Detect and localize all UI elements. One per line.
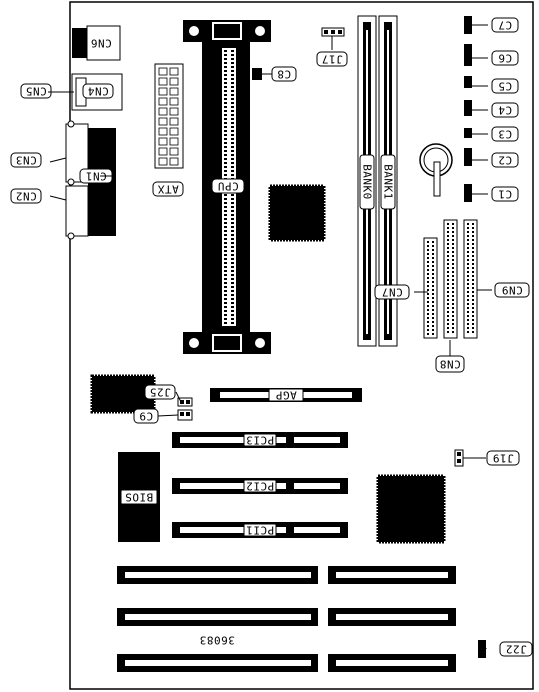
south-bridge-chip [376, 474, 446, 544]
board-outline [69, 1, 534, 690]
svg-text:C7: C7 [498, 19, 512, 32]
jumper-block-2 [464, 44, 472, 66]
cn3-label: CN3 [10, 152, 42, 168]
j22-label: J22 [499, 641, 533, 657]
c7-label: C7 [491, 17, 519, 33]
svg-text:BANK0: BANK0 [361, 164, 374, 200]
pci1-label: PCI1 [243, 523, 277, 537]
cpu-label: CPU [211, 178, 245, 194]
svg-text:AGP: AGP [275, 389, 296, 402]
c5-label: C5 [491, 78, 519, 94]
isa-slot-1 [117, 566, 456, 584]
c4-label: C4 [491, 102, 519, 118]
cn5-label: CN5 [20, 83, 52, 99]
svg-text:J17: J17 [321, 53, 342, 66]
c8-jumper [252, 68, 262, 80]
battery [419, 143, 453, 197]
svg-text:C2: C2 [498, 154, 512, 167]
north-bridge-chip [268, 184, 326, 242]
svg-text:C5: C5 [498, 80, 512, 93]
pci3-label: PCI3 [243, 433, 277, 447]
svg-text:PCI3: PCI3 [246, 434, 275, 447]
svg-text:CN5: CN5 [25, 85, 46, 98]
cn2-label: CN2 [10, 188, 42, 204]
cn6-label: CN6 [90, 37, 111, 50]
jumper-block-3 [464, 76, 472, 88]
leader-lines [48, 24, 492, 649]
cn6-connector [72, 25, 121, 61]
bank0-label: BANK0 [359, 154, 375, 210]
svg-text:CN4: CN4 [87, 85, 108, 98]
cn7-header [423, 237, 438, 339]
svg-text:C1: C1 [498, 188, 512, 201]
jumper-block-7 [464, 184, 472, 202]
isa-slot-3 [117, 654, 456, 672]
jumper-block-6 [464, 148, 472, 166]
svg-text:BIOS: BIOS [125, 491, 154, 504]
svg-text:CN3: CN3 [15, 154, 36, 167]
cn7-label: CN7 [374, 284, 410, 300]
svg-text:C8: C8 [277, 68, 291, 81]
svg-text:PCI2: PCI2 [246, 480, 275, 493]
pci2-label: PCI2 [243, 479, 277, 493]
c3-label: C3 [491, 126, 519, 142]
j17-jumper [321, 27, 345, 37]
svg-text:CN6: CN6 [90, 37, 111, 50]
cn2-port [65, 185, 89, 240]
c8-label: C8 [271, 66, 297, 82]
svg-text:ATX: ATX [157, 183, 178, 196]
figure-number: 36083 [199, 634, 235, 647]
svg-text:CPU: CPU [217, 180, 238, 193]
svg-text:CN7: CN7 [381, 286, 402, 299]
svg-text:CN9: CN9 [501, 284, 522, 297]
bios-label: BIOS [120, 489, 158, 505]
svg-text:PCI1: PCI1 [246, 524, 275, 537]
j19-label: J19 [486, 450, 520, 466]
svg-text:C6: C6 [498, 52, 512, 65]
svg-text:C3: C3 [498, 128, 512, 141]
svg-text:J22: J22 [505, 643, 526, 656]
svg-text:C9: C9 [139, 410, 153, 423]
cn9-label: CN9 [494, 282, 530, 298]
bank1-label: BANK1 [380, 154, 396, 210]
svg-text:CN8: CN8 [439, 358, 460, 371]
j25-label: J25 [144, 384, 176, 400]
jumper-block-4 [464, 100, 472, 116]
cn9-header [463, 219, 478, 339]
atx-power-connector [154, 63, 184, 169]
c2-label: C2 [491, 152, 519, 168]
svg-text:J25: J25 [149, 386, 170, 399]
j19-jumper [454, 449, 464, 467]
cn4-label: CN4 [82, 83, 114, 99]
isa-slot-2 [117, 608, 456, 626]
c9-label: C9 [133, 408, 159, 424]
svg-text:36083: 36083 [199, 634, 235, 647]
cn8-header [443, 219, 458, 339]
svg-text:J19: J19 [492, 452, 513, 465]
cn8-label: CN8 [435, 355, 465, 373]
c1-label: C1 [491, 186, 519, 202]
cn3-port [65, 120, 89, 186]
jumper-block-5 [464, 128, 472, 138]
svg-text:BANK1: BANK1 [382, 164, 395, 200]
j17-label: J17 [316, 51, 348, 67]
cn1-label: CN1 [79, 168, 113, 184]
svg-text:CN1: CN1 [85, 170, 106, 183]
c6-label: C6 [491, 50, 519, 66]
j22-jumper [478, 640, 486, 658]
atx-label: ATX [152, 181, 184, 197]
svg-text:CN2: CN2 [15, 190, 36, 203]
svg-text:C4: C4 [498, 104, 512, 117]
jumper-block-1 [464, 16, 472, 34]
agp-label: AGP [268, 388, 304, 402]
